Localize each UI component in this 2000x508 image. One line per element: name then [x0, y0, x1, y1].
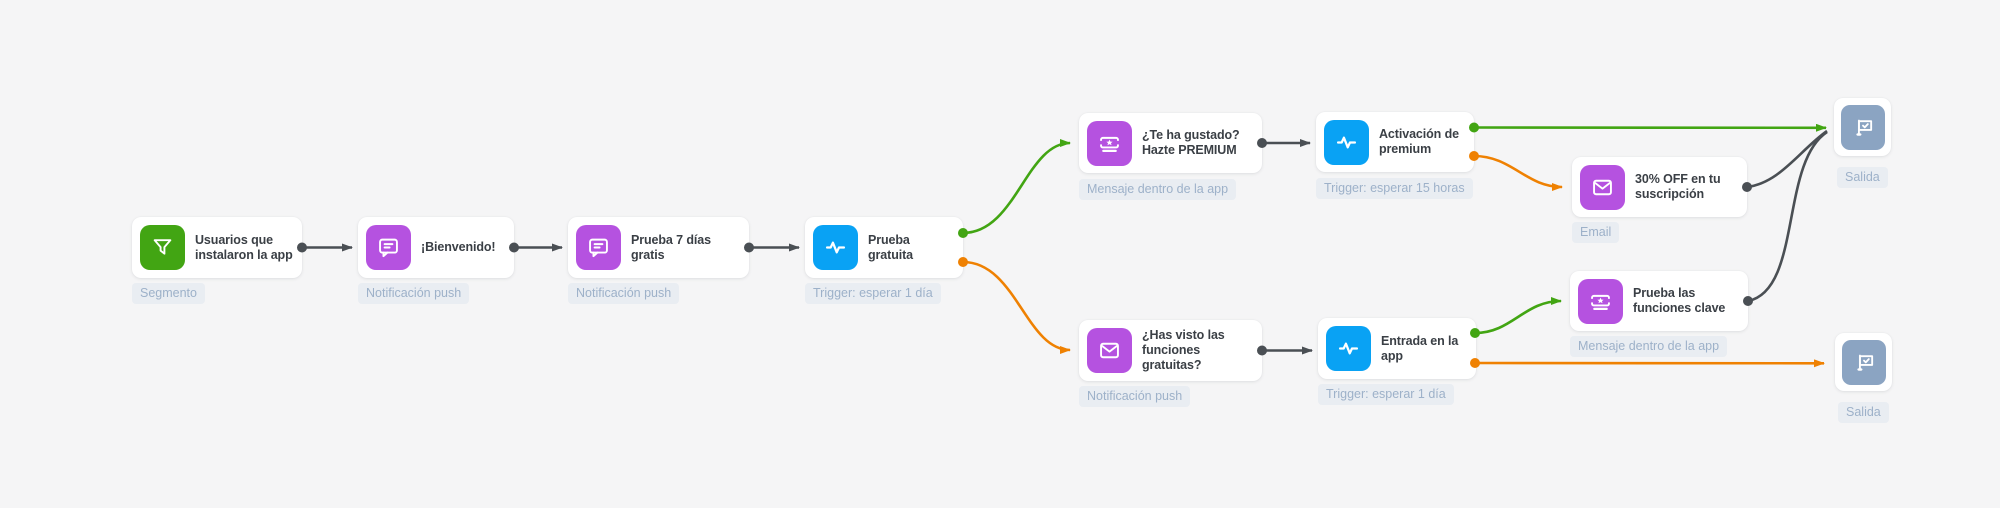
node-type-badge: Trigger: esperar 1 día — [805, 283, 941, 304]
node-title: Prueba las funciones clave — [1633, 286, 1726, 315]
node-title: ¡Bienvenido! — [421, 240, 496, 254]
node-type-badge: Notificación push — [1079, 386, 1191, 407]
flag-icon — [1840, 104, 1885, 150]
edge-trigger-orange-to-featurespush — [962, 260, 1071, 354]
filter-icon — [140, 225, 185, 270]
exit-badge: Salida — [1838, 402, 1889, 423]
node-welcome-push[interactable]: ¡Bienvenido! — [358, 217, 514, 278]
node-exit-bottom[interactable] — [1835, 333, 1892, 391]
node-trial-push[interactable]: Prueba 7 días gratis — [568, 217, 749, 278]
node-type-badge: Notificación push — [568, 283, 680, 304]
envelope-icon — [1580, 164, 1625, 210]
node-type-badge: Trigger: esperar 15 horas — [1316, 178, 1473, 199]
ticket-icon — [1087, 120, 1132, 166]
node-type-badge: Trigger: esperar 1 día — [1318, 384, 1454, 405]
node-title: Usuarios que instalaron la app — [195, 232, 293, 262]
node-title: Activación de premium — [1379, 127, 1459, 156]
node-features-push[interactable]: ¿Has visto las funciones gratuitas? — [1079, 320, 1262, 381]
envelope-icon — [1087, 328, 1132, 373]
node-app-entry-trigger[interactable]: Entrada en la app — [1318, 318, 1476, 379]
node-features-inapp[interactable]: Prueba las funciones clave — [1570, 271, 1748, 331]
push-message-icon — [576, 225, 621, 270]
node-type-badge: Segmento — [132, 283, 205, 304]
node-trial-trigger[interactable]: Prueba gratuita — [805, 217, 963, 278]
node-title: Prueba gratuita — [868, 232, 914, 262]
ticket-icon — [1578, 278, 1623, 324]
node-title: Prueba 7 días gratis — [631, 232, 711, 262]
flag-icon — [1841, 339, 1886, 385]
node-premium-inapp[interactable]: ¿Te ha gustado? Hazte PREMIUM — [1079, 113, 1262, 173]
node-title: Entrada en la app — [1381, 333, 1459, 363]
edge-email-to-exit-top — [1746, 129, 1828, 189]
trigger-pulse-icon — [813, 225, 858, 270]
node-discount-email[interactable]: 30% OFF en tu suscripción — [1572, 157, 1747, 217]
edge-premiumtrigger-orange-to-email — [1473, 154, 1563, 191]
node-type-badge: Mensaje dentro de la app — [1079, 179, 1237, 200]
edge-entrytrigger-green-to-featuresinapp — [1474, 297, 1562, 335]
push-message-icon — [366, 225, 411, 270]
node-title: ¿Has visto las funciones gratuitas? — [1142, 328, 1225, 372]
node-segment[interactable]: Usuarios que instalaron la app — [132, 217, 302, 278]
edge-trigger-green-to-premiuminapp — [962, 139, 1071, 235]
node-title: 30% OFF en tu suscripción — [1635, 172, 1721, 201]
node-title: ¿Te ha gustado? Hazte PREMIUM — [1142, 128, 1240, 157]
node-type-badge: Mensaje dentro de la app — [1570, 336, 1728, 357]
node-type-badge: Notificación push — [358, 283, 470, 304]
exit-badge: Salida — [1837, 167, 1888, 188]
trigger-pulse-icon — [1326, 326, 1371, 371]
node-type-badge: Email — [1572, 222, 1620, 243]
node-premium-trigger[interactable]: Activación de premium — [1316, 112, 1474, 172]
edge-featuresinapp-to-exit-top — [1747, 130, 1828, 303]
trigger-pulse-icon — [1324, 119, 1369, 165]
node-exit-top[interactable] — [1834, 98, 1891, 156]
